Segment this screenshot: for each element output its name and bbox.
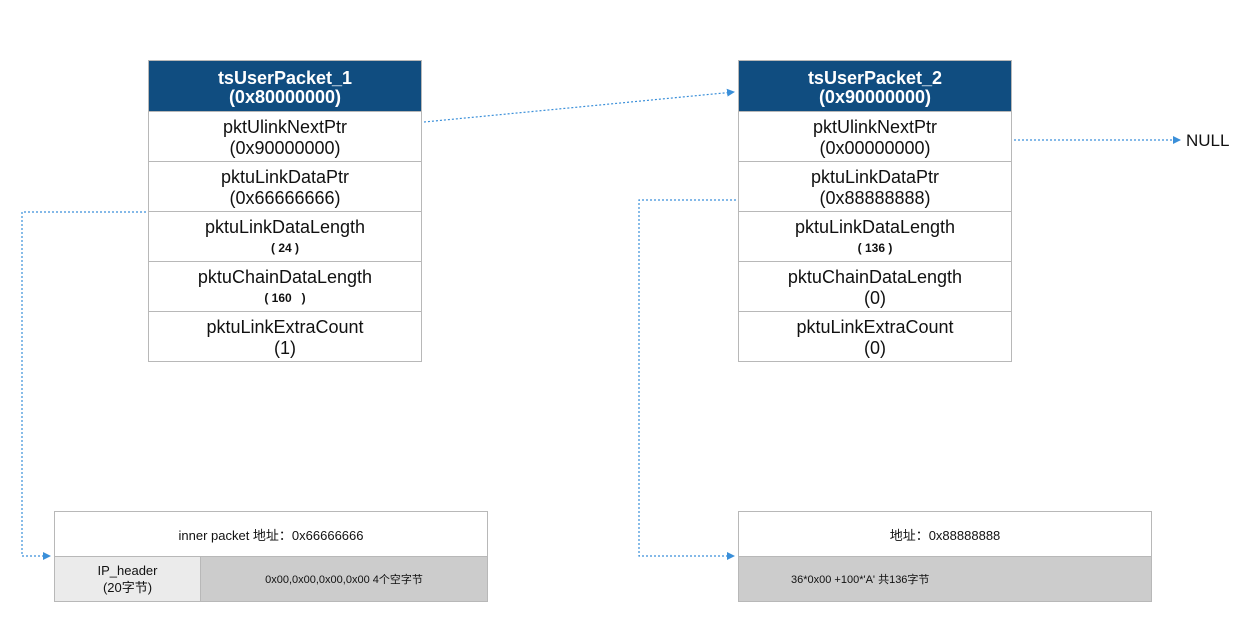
field-name: pktuLinkDataPtr	[220, 167, 350, 187]
field-name: pktUlinkNextPtr	[222, 117, 348, 137]
field-value: (0x88888888)	[819, 188, 931, 208]
field-name: pktuLinkDataPtr	[810, 167, 940, 187]
packet-2-field-extra-count: pktuLinkExtraCount (0)	[739, 311, 1011, 361]
ts-user-packet-2: tsUserPacket_2 (0x90000000) pktUlinkNext…	[738, 60, 1012, 362]
field-value: (0)	[864, 288, 886, 308]
packet-1-field-next-ptr: pktUlinkNextPtr (0x90000000)	[149, 111, 421, 161]
packet-1-address: (0x80000000)	[228, 87, 342, 107]
packet-2-field-next-ptr: pktUlinkNextPtr (0x00000000)	[739, 111, 1011, 161]
ts-user-packet-1: tsUserPacket_1 (0x80000000) pktUlinkNext…	[148, 60, 422, 362]
field-name: pktuChainDataLength	[197, 267, 373, 287]
packet-1-field-chain-length: pktuChainDataLength ( 160 )	[149, 261, 421, 311]
field-value: (0x00000000)	[819, 138, 931, 158]
packet-2-header: tsUserPacket_2 (0x90000000)	[739, 61, 1011, 111]
field-value: (0x90000000)	[229, 138, 341, 158]
ip-header-cell: IP_header (20字节)	[55, 557, 201, 601]
memory-block-1: inner packet 地址：0x66666666 IP_header (20…	[54, 511, 488, 602]
packet-1-field-data-length: pktuLinkDataLength ( 24 )	[149, 211, 421, 261]
memory-1-title: inner packet 地址：0x66666666	[55, 512, 487, 557]
field-name: pktuLinkExtraCount	[206, 317, 364, 337]
packet-2-title: tsUserPacket_2	[807, 68, 943, 88]
field-value: ( 24 )	[270, 241, 299, 255]
ip-header-size: (20字节)	[102, 580, 153, 595]
arrow-packet1-to-memory1	[21, 211, 146, 560]
memory-1-content: 0x00,0x00,0x00,0x00 4个空字节	[265, 574, 423, 586]
field-name: pktUlinkNextPtr	[812, 117, 938, 137]
packet-2-field-data-length: pktuLinkDataLength ( 136 )	[739, 211, 1011, 261]
packet-2-address: (0x90000000)	[818, 87, 932, 107]
packet-1-header: tsUserPacket_1 (0x80000000)	[149, 61, 421, 111]
memory-2-content: 36*0x00 +100*'A' 共136字节	[791, 574, 930, 586]
field-name: pktuLinkDataLength	[204, 217, 366, 237]
arrow-packet2-to-memory2	[638, 199, 736, 560]
packet-2-field-data-ptr: pktuLinkDataPtr (0x88888888)	[739, 161, 1011, 211]
memory-2-row: 36*0x00 +100*'A' 共136字节	[739, 557, 1151, 601]
field-value: ( 136 )	[857, 241, 893, 255]
field-value: (1)	[274, 338, 296, 358]
packet-1-title: tsUserPacket_1	[217, 68, 353, 88]
field-name: pktuLinkDataLength	[794, 217, 956, 237]
memory-block-2: 地址：0x88888888 36*0x00 +100*'A' 共136字节	[738, 511, 1152, 602]
field-value: (0)	[864, 338, 886, 358]
arrow-packet1-to-packet2	[423, 88, 735, 123]
field-name: pktuLinkExtraCount	[796, 317, 954, 337]
packet-2-field-chain-length: pktuChainDataLength (0)	[739, 261, 1011, 311]
ip-header-label: IP_header	[97, 563, 158, 578]
field-value: (0x66666666)	[229, 188, 341, 208]
memory-1-row: IP_header (20字节) 0x00,0x00,0x00,0x00 4个空…	[55, 557, 487, 601]
field-name: pktuChainDataLength	[787, 267, 963, 287]
packet-1-field-data-ptr: pktuLinkDataPtr (0x66666666)	[149, 161, 421, 211]
packet-1-field-extra-count: pktuLinkExtraCount (1)	[149, 311, 421, 361]
memory-2-title: 地址：0x88888888	[739, 512, 1151, 557]
field-value: ( 160 )	[264, 291, 306, 305]
null-label: NULL	[1186, 131, 1230, 150]
